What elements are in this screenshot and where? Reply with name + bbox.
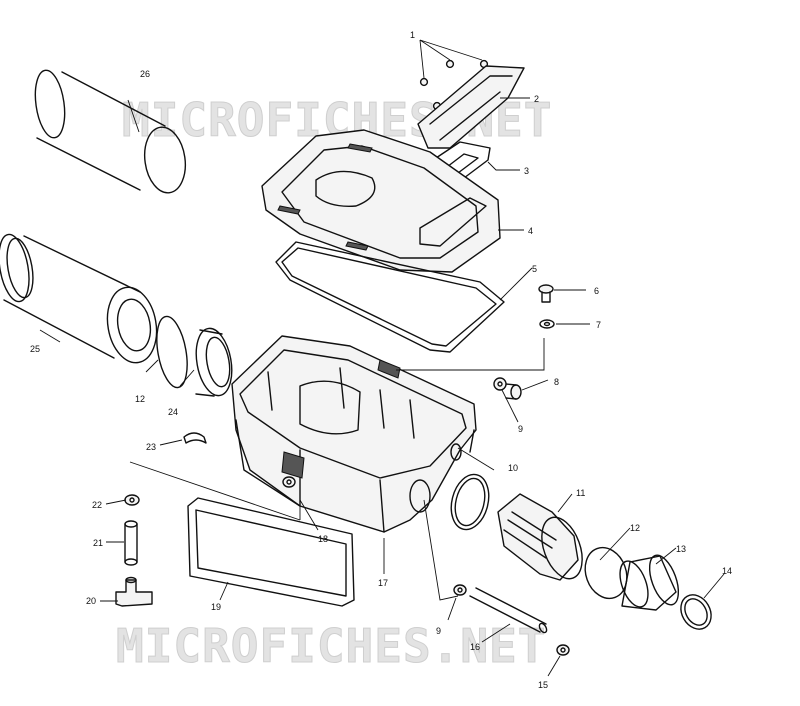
callout-11: 11 (576, 488, 585, 498)
part-13-boot (619, 554, 680, 611)
part-9-grommet-upper (493, 377, 507, 391)
part-7-washer (539, 319, 555, 329)
part-11-adapter (497, 493, 583, 581)
leader-lines (39, 39, 725, 677)
callout-18: 18 (318, 534, 328, 544)
callout-6: 6 (594, 286, 599, 296)
part-19-access-cover (187, 497, 355, 607)
callout-20: 20 (86, 596, 96, 606)
callout-3: 3 (524, 166, 529, 176)
callout-7: 7 (596, 320, 601, 330)
callout-1: 1 (410, 30, 415, 40)
part-18-grommet (282, 476, 296, 488)
callout-4: 4 (528, 226, 533, 236)
callout-5: 5 (532, 264, 537, 274)
callout-10: 10 (508, 463, 518, 473)
callout-15: 15 (538, 680, 548, 690)
callout-8: 8 (554, 377, 559, 387)
callout-9-upper: 9 (518, 424, 523, 434)
part-21-drain-tube (124, 520, 138, 566)
part-4-air-box-cover (261, 129, 501, 273)
part-24-adapter-nut (195, 327, 233, 397)
part-15-nut (556, 644, 570, 656)
part-20-tee-fitting (115, 576, 153, 607)
callout-26: 26 (140, 69, 150, 79)
callout-2: 2 (534, 94, 539, 104)
callout-labels: 1 2 3 4 5 6 7 8 9 10 11 12 13 14 15 16 9… (30, 30, 732, 690)
callout-23: 23 (146, 442, 156, 452)
callout-24: 24 (168, 407, 178, 417)
callout-21: 21 (93, 538, 103, 548)
callout-12-front: 12 (630, 523, 640, 533)
part-22-grommet (124, 494, 140, 506)
callout-25: 25 (30, 344, 40, 354)
callout-19: 19 (211, 602, 221, 612)
part-10-o-ring (450, 473, 490, 531)
watermark-bottom: MICROFICHES.NET (116, 619, 546, 673)
callout-13: 13 (676, 544, 686, 554)
callout-17: 17 (378, 578, 388, 588)
part-26-intake-sleeve (34, 69, 187, 194)
callout-14: 14 (722, 566, 732, 576)
part-6-screw (538, 284, 554, 303)
part-12-clamp-front (584, 546, 628, 600)
part-23-clip (183, 432, 207, 444)
part-25-air-filter (0, 233, 158, 364)
part-9-grommet-lower (453, 584, 467, 596)
part-17-air-box-housing (231, 335, 477, 533)
part-12-clamp (156, 315, 188, 389)
callout-9-lower: 9 (436, 626, 441, 636)
part-5-seal (275, 241, 505, 353)
part-8-bushing (505, 383, 522, 400)
part-14-clamp (680, 594, 712, 630)
part-16-rod (469, 587, 548, 634)
callout-22: 22 (92, 500, 102, 510)
callout-12-rear: 12 (135, 394, 145, 404)
callout-16: 16 (470, 642, 480, 652)
